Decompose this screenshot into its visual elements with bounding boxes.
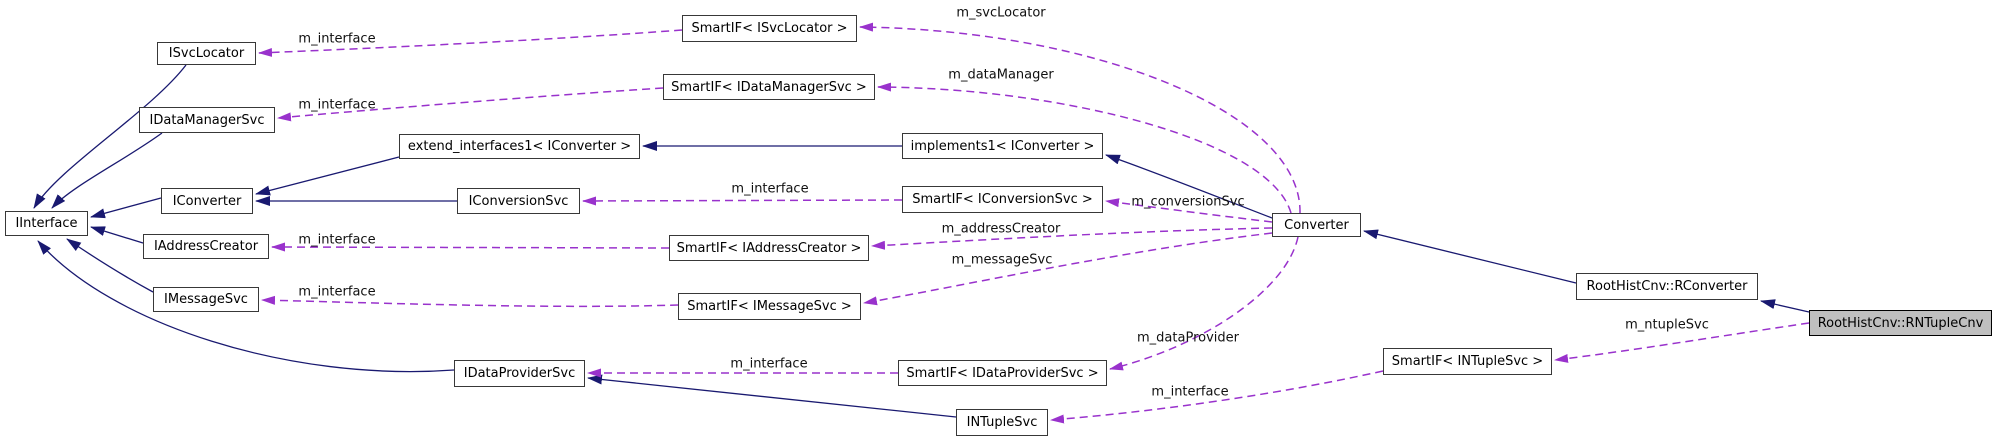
edge-Converter--implements1: [1105, 154, 1273, 219]
edge-IDataManagerSvc--IInterface: [51, 132, 163, 209]
edge-RootHistCnv_RConverter--Converter: [1363, 229, 1577, 284]
node-ISvcLocator[interactable]: ISvcLocator: [157, 42, 256, 65]
node-implements1[interactable]: implements1< IConverter >: [902, 133, 1103, 159]
edge-SmartIF_IMessageSvc--IMessageSvc: [261, 295, 679, 308]
edge-INTupleSvc--IDataProviderSvc: [587, 374, 957, 418]
edge-IDataProviderSvc--IInterface: [37, 240, 455, 373]
node-INTupleSvc[interactable]: INTupleSvc: [956, 409, 1048, 436]
node-RootHistCnv_RConverter[interactable]: RootHistCnv::RConverter: [1576, 273, 1758, 300]
node-IAddressCreator[interactable]: IAddressCreator: [143, 234, 269, 259]
node-SmartIF_IDataProviderSvc[interactable]: SmartIF< IDataProviderSvc >: [898, 360, 1107, 386]
edge-RootHistCnv_RNTupleCnv--RootHistCnv_RConverter: [1760, 299, 1810, 313]
node-IInterface[interactable]: IInterface: [5, 211, 88, 236]
node-IMessageSvc[interactable]: IMessageSvc: [153, 287, 259, 312]
edge-RootHistCnv_RNTupleCnv--SmartIF_INTupleSvc: [1554, 322, 1810, 363]
edge-IAddressCreator--IInterface: [90, 226, 144, 244]
edge-SmartIF_IDataManagerSvc--IDataManagerSvc: [277, 87, 664, 122]
edge-ISvcLocator--IInterface: [33, 64, 187, 209]
edge-IConverter--IInterface: [90, 197, 162, 219]
edge-SmartIF_ISvcLocator--ISvcLocator: [258, 29, 683, 57]
node-SmartIF_IDataManagerSvc[interactable]: SmartIF< IDataManagerSvc >: [663, 74, 875, 100]
node-IDataProviderSvc[interactable]: IDataProviderSvc: [454, 360, 585, 387]
node-IConverter[interactable]: IConverter: [161, 188, 253, 214]
node-SmartIF_IMessageSvc[interactable]: SmartIF< IMessageSvc >: [678, 293, 861, 320]
node-SmartIF_IAddressCreator[interactable]: SmartIF< IAddressCreator >: [669, 235, 869, 261]
node-SmartIF_INTupleSvc[interactable]: SmartIF< INTupleSvc >: [1383, 348, 1552, 375]
node-SmartIF_IConversionSvc[interactable]: SmartIF< IConversionSvc >: [902, 186, 1103, 213]
edge-SmartIF_INTupleSvc--INTupleSvc: [1050, 370, 1384, 424]
edge-Converter--SmartIF_IAddressCreator: [871, 227, 1273, 250]
node-IConversionSvc[interactable]: IConversionSvc: [457, 188, 580, 214]
node-RootHistCnv_RNTupleCnv[interactable]: RootHistCnv::RNTupleCnv: [1809, 310, 1992, 336]
edge-IMessageSvc--IInterface: [66, 238, 154, 293]
edge-Converter--SmartIF_IDataProviderSvc: [1109, 236, 1299, 371]
node-Converter[interactable]: Converter: [1272, 213, 1361, 237]
edge-SmartIF_IAddressCreator--IAddressCreator: [271, 242, 670, 252]
edge-extend_interfaces1--IConverter: [255, 156, 400, 196]
edge-Converter--SmartIF_IConversionSvc: [1105, 198, 1273, 223]
edge-Converter--SmartIF_IMessageSvc: [863, 232, 1273, 306]
node-IDataManagerSvc[interactable]: IDataManagerSvc: [139, 107, 275, 133]
node-extend_interfaces1[interactable]: extend_interfaces1< IConverter >: [399, 134, 640, 159]
node-SmartIF_ISvcLocator[interactable]: SmartIF< ISvcLocator >: [682, 15, 857, 42]
edge-Converter--SmartIF_ISvcLocator: [859, 22, 1301, 214]
edge-Converter--SmartIF_IDataManagerSvc: [877, 82, 1292, 214]
edge-SmartIF_IConversionSvc--IConversionSvc: [582, 196, 903, 206]
